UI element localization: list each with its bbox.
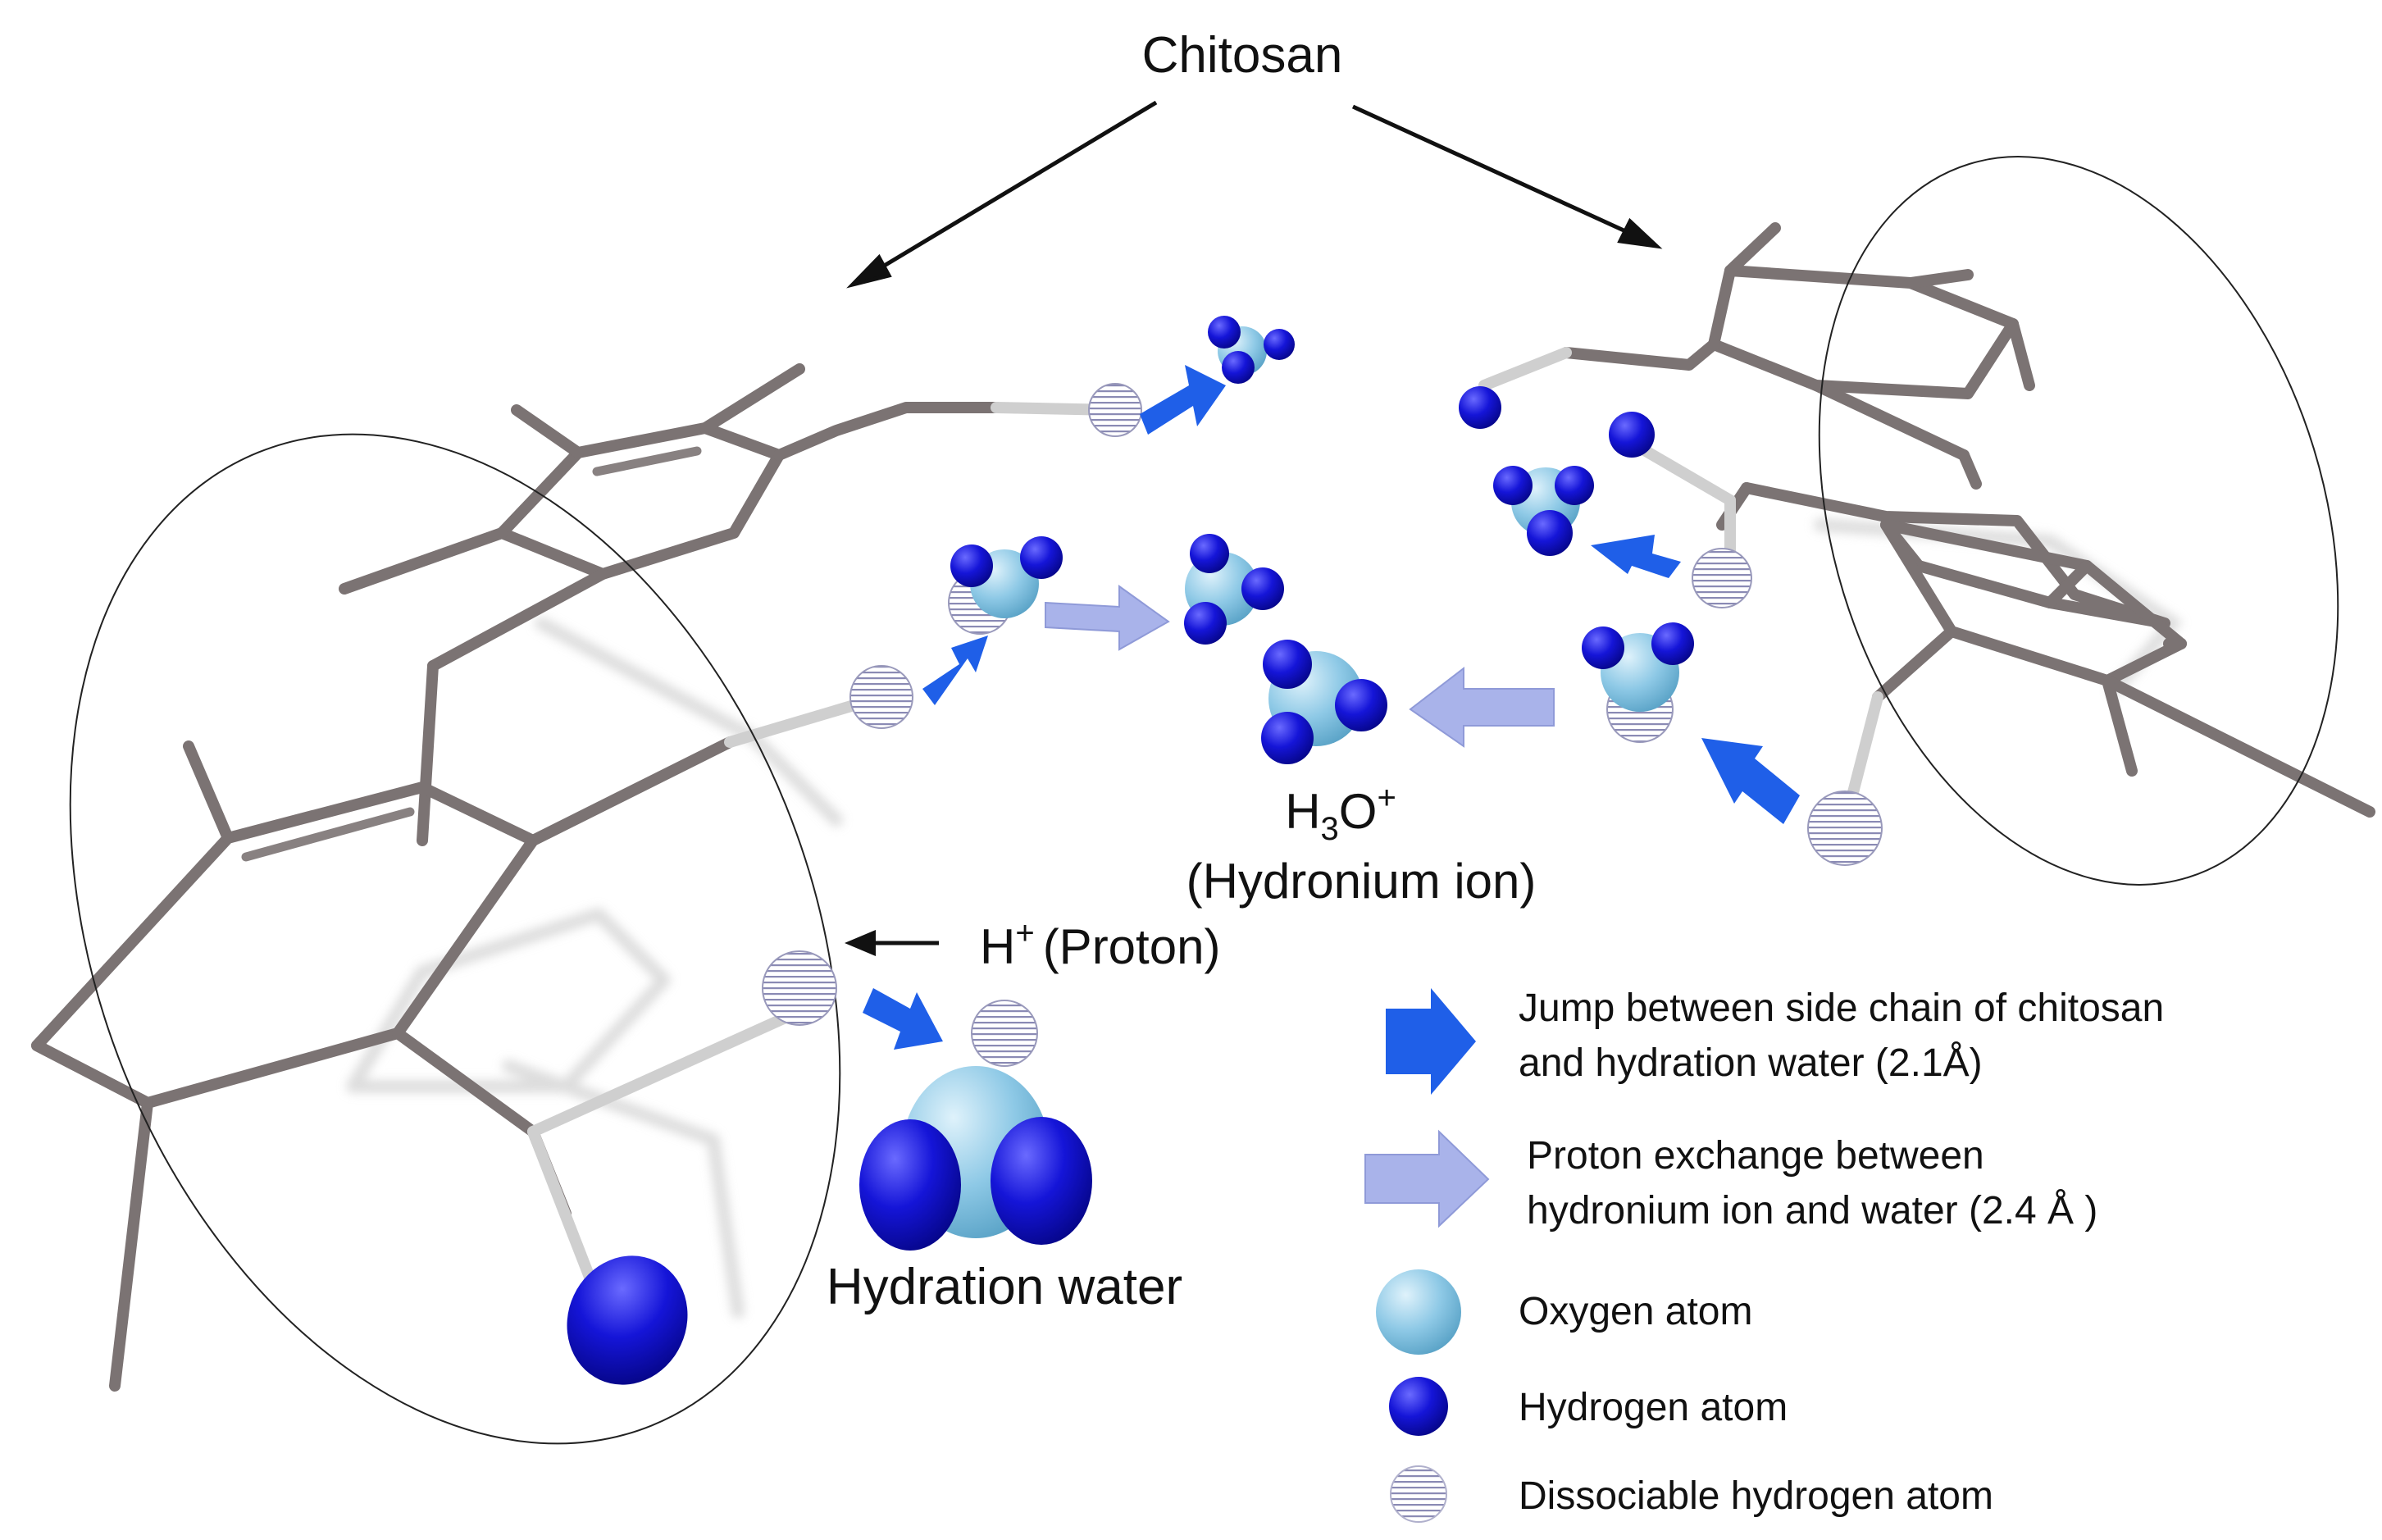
hydronium-formula: H3O+ (1285, 780, 1396, 847)
hydration-water-label: Hydration water (827, 1259, 1182, 1315)
water-molecule-right-lower (1582, 622, 1694, 712)
legend-jump-line1: Jump between side chain of chitosan (1519, 986, 2164, 1030)
left-chitosan-outline (69, 433, 841, 1445)
legend-jump-line2: and hydration water (2.1Å) (1519, 1041, 1983, 1085)
legend-hydrogen-label: Hydrogen atom (1519, 1386, 1788, 1429)
legend-exchange-line2: hydronium ion and water (2.4 Å ) (1527, 1189, 2097, 1232)
right-chitosan-outline (1818, 156, 2339, 886)
legend-jump-arrow-icon (1386, 988, 1476, 1095)
legend-exchange-arrow-icon (1364, 1129, 1490, 1228)
water-molecule-middle (1184, 534, 1284, 645)
exchange-arrows (1045, 585, 1555, 748)
legend-oxygen-icon (1376, 1269, 1461, 1355)
chitosan-label: Chitosan (1142, 27, 1343, 84)
hydronium-right-upper (1493, 466, 1594, 556)
chitosan-pointer-arrows (846, 100, 1663, 289)
hydronium-left (950, 536, 1063, 618)
water-molecule-top (1208, 316, 1295, 384)
legend-hydrogen-icon (1389, 1377, 1448, 1436)
legend: Jump between side chain of chitosan and … (1364, 986, 2164, 1523)
right-chitosan-molecule (1478, 222, 2375, 830)
hydronium-central (1261, 640, 1387, 764)
legend-dissociable-icon (1390, 1465, 1447, 1523)
proton-pointer (845, 930, 939, 956)
legend-exchange-line1: Proton exchange between (1527, 1134, 1984, 1178)
proton-label: H+(Proton) (980, 915, 1220, 974)
hydronium-name: (Hydronium ion) (1186, 854, 1537, 909)
water-molecules (567, 316, 1694, 1385)
legend-oxygen-label: Oxygen atom (1519, 1290, 1752, 1333)
hydration-water-molecule (859, 1066, 1092, 1251)
left-chitosan-molecule (31, 363, 1121, 1392)
jump-arrows (863, 365, 1800, 1050)
legend-dissociable-label: Dissociable hydrogen atom (1519, 1474, 1993, 1518)
